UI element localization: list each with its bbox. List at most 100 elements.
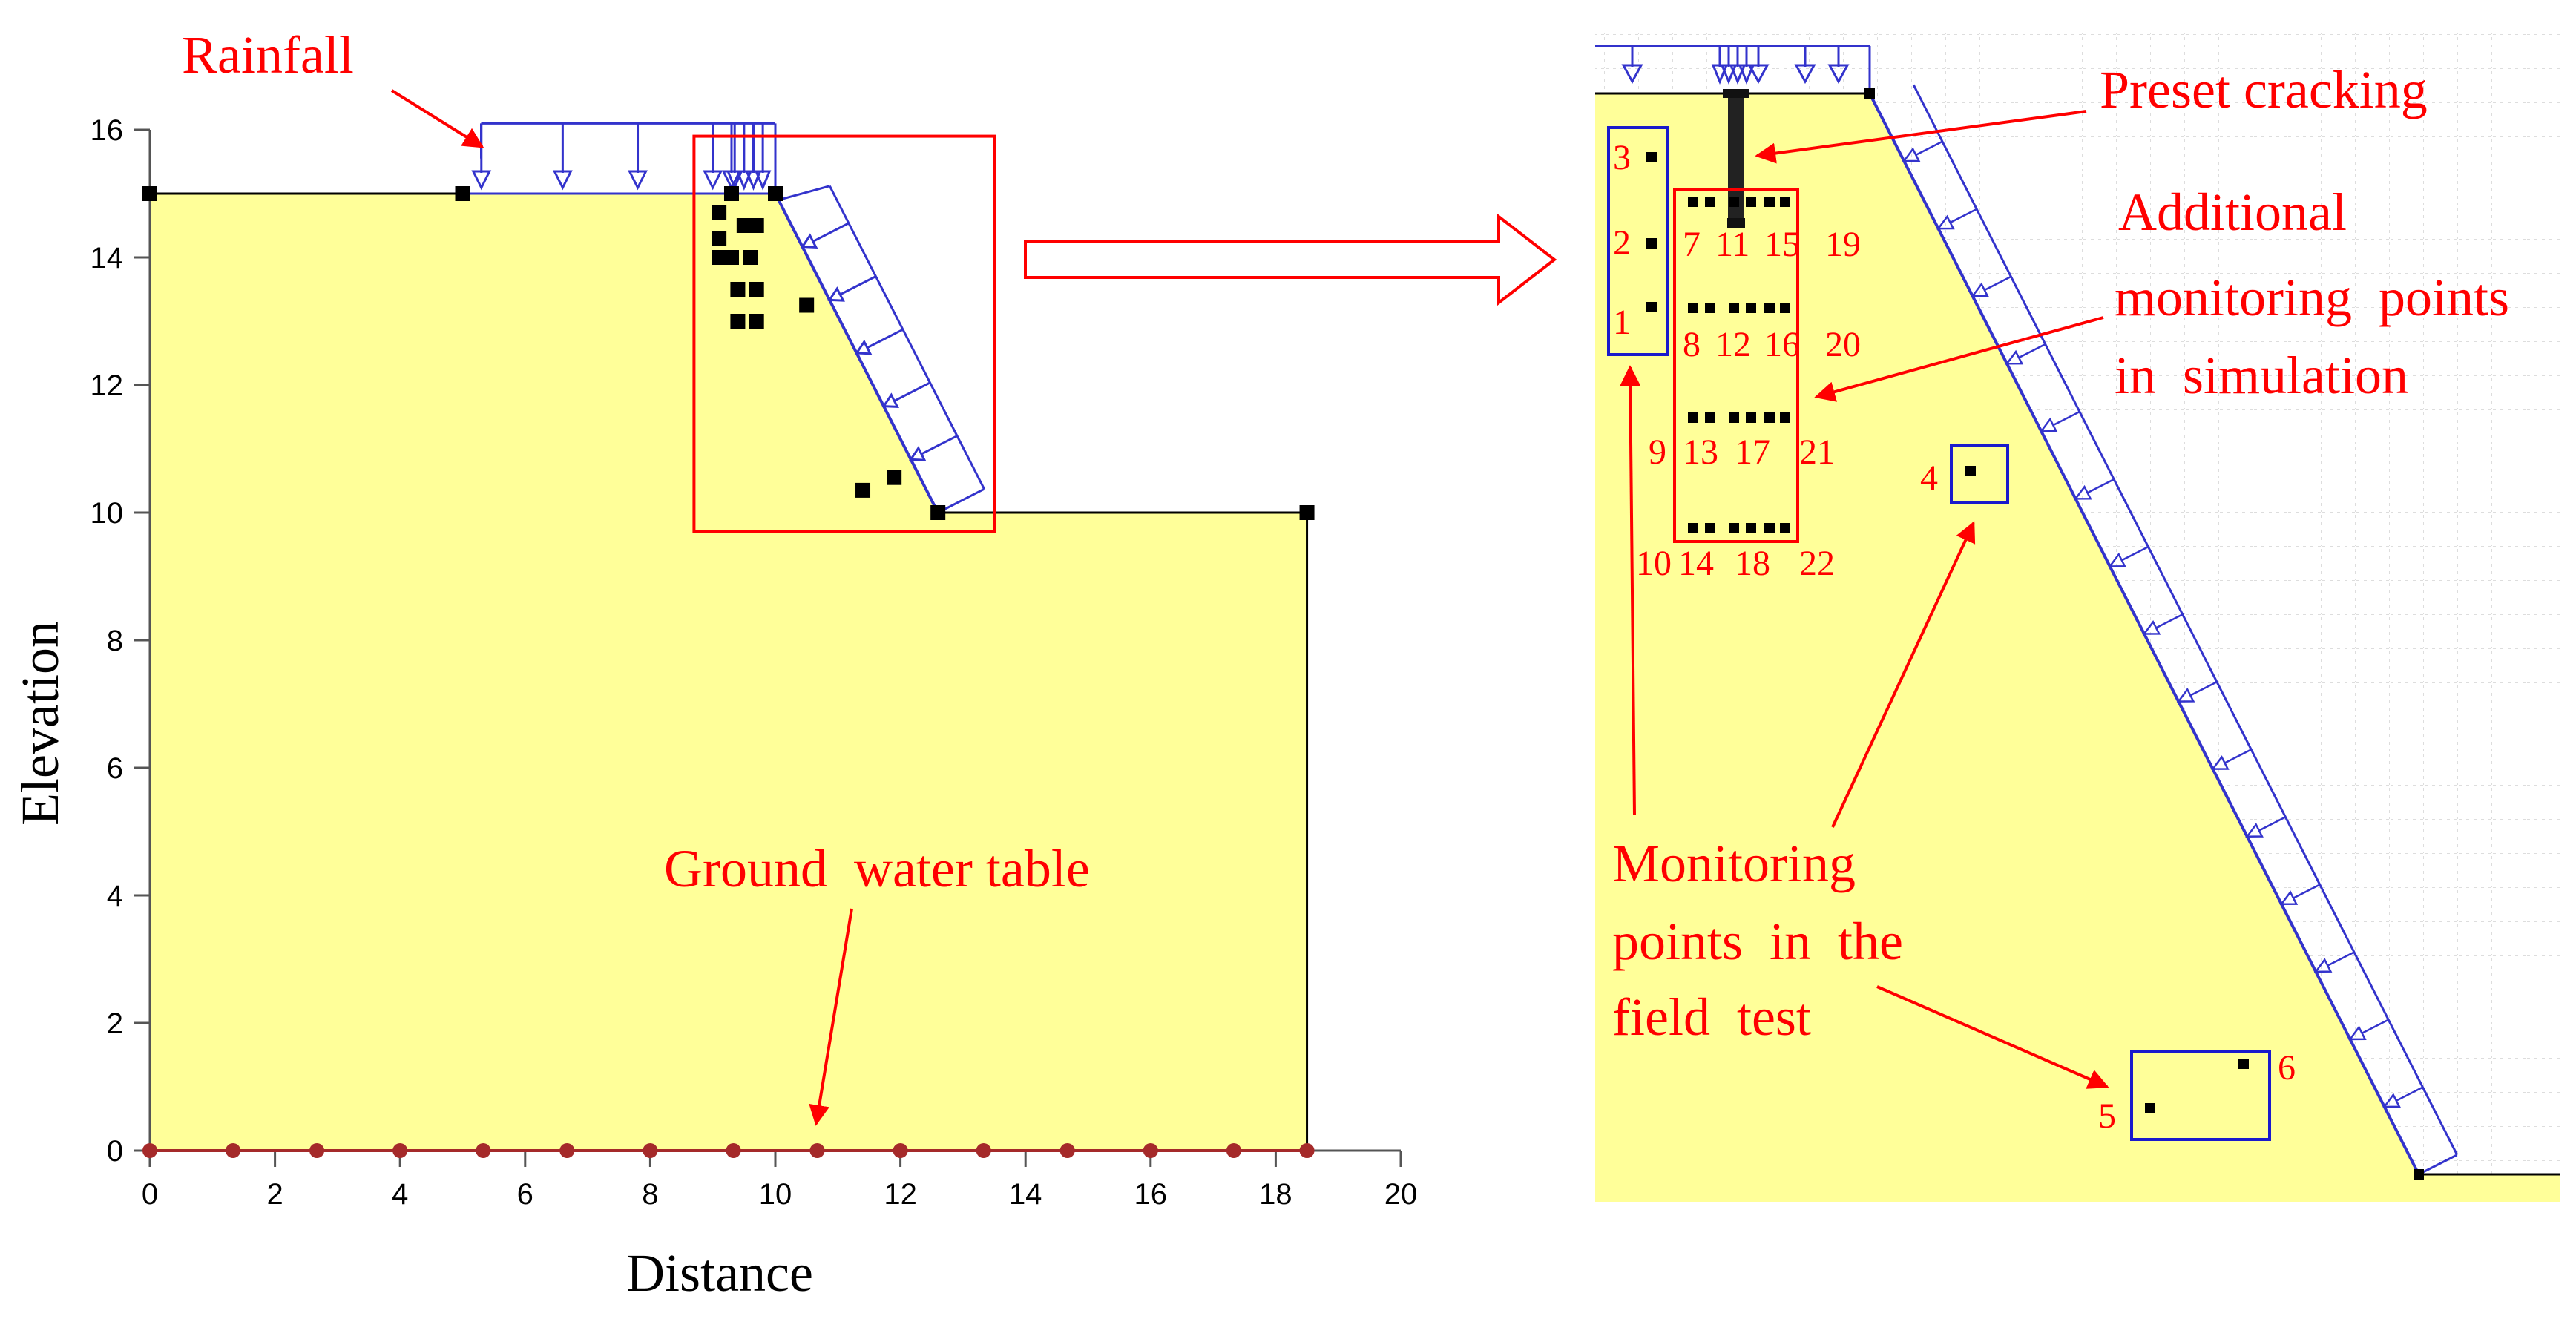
- zoom-slope-arrow-head: [1902, 147, 1921, 162]
- monitoring-marker: [749, 282, 764, 297]
- zoom-crest-node: [1864, 88, 1875, 99]
- monitoring-marker: [743, 250, 758, 265]
- x-tick-label: 18: [1259, 1178, 1292, 1211]
- y-tick-label: 0: [107, 1135, 123, 1168]
- field-box-5-6: [2130, 1050, 2271, 1141]
- x-tick-label: 14: [1009, 1178, 1042, 1211]
- field-point-3-marker: [1646, 152, 1657, 162]
- zoom-slope-arrow-head: [2108, 552, 2126, 567]
- monitoring-marker: [799, 297, 815, 313]
- field-point-1-marker: [1646, 302, 1657, 312]
- zoom-slope-arrow-head: [2074, 484, 2092, 500]
- boundary-node: [723, 186, 739, 201]
- zoom-rain-dense-arrow-head: [1729, 64, 1747, 85]
- rainfall-arrow-head: [703, 170, 723, 191]
- simulation-point-marker: [1705, 197, 1715, 207]
- field-point-5-marker: [2145, 1103, 2155, 1113]
- y-tick-label: 6: [107, 752, 123, 785]
- simulation-point-label: 16: [1764, 325, 1800, 364]
- preset-cracking-label: Preset cracking: [2100, 60, 2428, 119]
- simulation-point-marker: [1729, 412, 1739, 423]
- rainfall-load: [462, 122, 777, 195]
- zoom-slope-arrow-head: [2142, 619, 2161, 635]
- simulation-point-marker: [1780, 412, 1790, 423]
- zoom-slope-arrow-shaft: [2258, 816, 2287, 832]
- field-arrow-to-1-3: [1620, 365, 1641, 815]
- field-point-1-label: 1: [1613, 303, 1631, 342]
- slope-load-arrow-head: [881, 392, 899, 409]
- field-arrow-to-4: [1831, 521, 1976, 828]
- rainfall-arrow: [390, 89, 484, 148]
- monitoring-marker: [736, 218, 752, 233]
- slope-load-arrow-head: [800, 233, 818, 249]
- zoom-rain-dense-arrow-head: [1720, 64, 1738, 85]
- simulation-point-marker: [1780, 197, 1790, 207]
- boundary-nodes: [142, 186, 1315, 520]
- zoom-toe-node: [2414, 1169, 2424, 1180]
- field-point-3-label: 3: [1613, 138, 1631, 177]
- soil-domain: [148, 192, 1309, 1152]
- preset-crack: [1728, 92, 1744, 227]
- y-tick-label: 8: [107, 625, 123, 657]
- slope-load-arrow-shaft: [921, 435, 958, 455]
- simulation-point-marker: [1729, 523, 1739, 533]
- x-tick-label: 20: [1384, 1178, 1418, 1211]
- water-table-node: [142, 1143, 157, 1158]
- zoom-rain-dense-arrow-head: [1711, 64, 1729, 85]
- zoom-slope-arrow-shaft: [1984, 275, 2012, 292]
- water-table-node: [893, 1143, 908, 1158]
- water-table-node: [392, 1143, 408, 1158]
- simulation-point-marker: [1764, 523, 1775, 533]
- y-tick-label: 12: [91, 369, 124, 402]
- field-point-5-label: 5: [2098, 1096, 2116, 1136]
- zoom-rain-arrow-head: [1621, 64, 1643, 85]
- zoom-rainfall-arrows: [1621, 46, 1850, 85]
- zoom-slope-arrow-head: [2039, 417, 2058, 432]
- monitoring-markers: [712, 205, 902, 498]
- simulation-point-marker: [1746, 197, 1756, 207]
- slope-load-cap-top: [778, 185, 830, 202]
- simulation-point-label: 19: [1825, 225, 1861, 264]
- x-tick-label: 6: [517, 1178, 533, 1211]
- zoom-slope-load-outer: [1912, 84, 2459, 1156]
- rainfall-dense-arrow-head: [745, 170, 762, 191]
- zoom-slope-arrow-head: [2382, 1093, 2401, 1108]
- simulation-point-marker: [1705, 523, 1715, 533]
- field-point-6-label: 6: [2278, 1048, 2296, 1088]
- simulation-points-box: [1673, 188, 1799, 543]
- simulation-point-marker: [1764, 197, 1775, 207]
- zoom-slope-arrow-head: [1971, 282, 1989, 297]
- monitoring-marker: [730, 314, 746, 329]
- zoom-slope-arrow-shaft: [2224, 749, 2252, 764]
- x-tick-label: 12: [884, 1178, 917, 1211]
- field-arrow-to-5-6: [1876, 985, 2109, 1089]
- zoom-slope-arrow-shaft: [1949, 208, 1977, 224]
- simulation-point-marker: [1780, 523, 1790, 533]
- slope-load-arrow-shaft: [812, 222, 850, 243]
- x-axis-label: Distance: [626, 1243, 813, 1303]
- y-tick-label: 14: [91, 242, 124, 274]
- simulation-point-label: 9: [1649, 432, 1666, 472]
- simulation-point-marker: [1705, 303, 1715, 313]
- simulation-point-marker: [1688, 197, 1698, 207]
- zoom-slope-arrow-shaft: [2155, 613, 2184, 629]
- zoom-slope-arrow-shaft: [2396, 1086, 2424, 1102]
- field-point-2-label: 2: [1613, 223, 1631, 263]
- simulation-point-label: 17: [1735, 432, 1770, 472]
- water-table-node: [1059, 1143, 1075, 1158]
- simulation-point-marker: [1764, 303, 1775, 313]
- simulation-point-marker: [1705, 412, 1715, 423]
- field-box-1-3: [1607, 126, 1669, 356]
- monitoring-marker: [855, 482, 871, 498]
- field-test-label-line3: field test: [1612, 987, 1811, 1047]
- water-table-node: [476, 1143, 491, 1158]
- simulation-point-marker: [1688, 303, 1698, 313]
- field-test-label-line1: Monitoring: [1612, 834, 1856, 893]
- slope-load-arrow-head: [827, 286, 845, 302]
- monitoring-marker: [712, 250, 727, 265]
- zoom-slope-arrow-shaft: [1915, 140, 1943, 157]
- monitoring-marker: [712, 231, 727, 246]
- boundary-node: [768, 186, 783, 201]
